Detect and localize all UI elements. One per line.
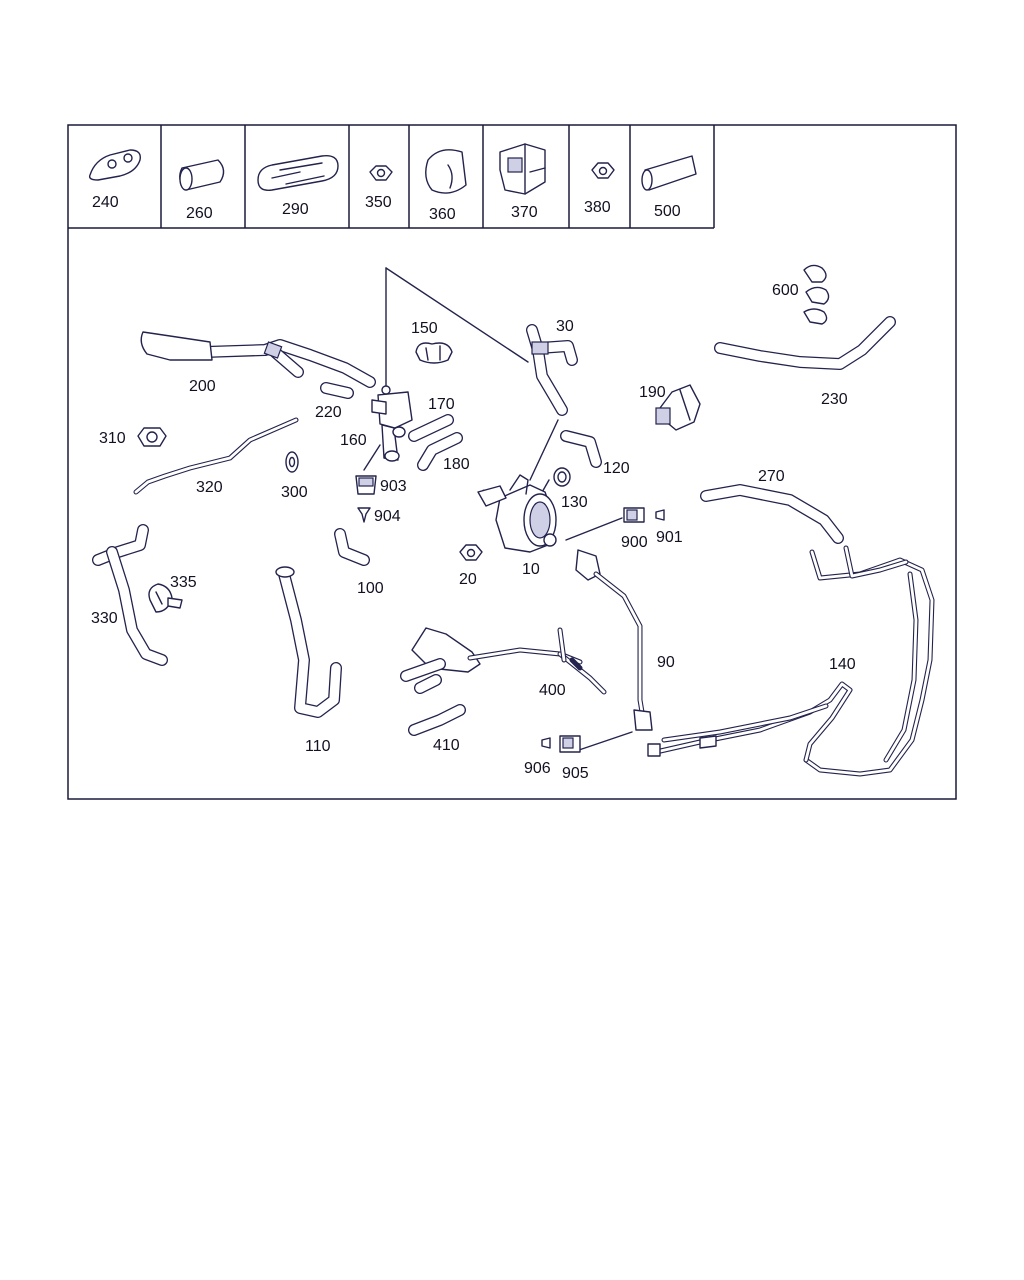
diagram-frame	[67, 124, 957, 800]
callout-600: 600	[772, 282, 799, 299]
part-100-hose	[334, 528, 370, 566]
seal-plate-icon	[257, 155, 339, 191]
callout-10: 10	[522, 561, 540, 578]
callout-30: 30	[556, 318, 574, 335]
callout-335: 335	[170, 574, 197, 591]
part-310-nut	[137, 427, 167, 447]
part-20-nut	[459, 544, 483, 561]
callout-190: 190	[639, 384, 666, 401]
callout-140: 140	[829, 656, 856, 673]
callout-904: 904	[374, 508, 401, 525]
part-30-hose	[526, 324, 578, 416]
callout-110: 110	[305, 738, 331, 755]
callout-320: 320	[196, 479, 223, 496]
part-120-hose	[560, 430, 602, 468]
callout-900: 900	[621, 534, 648, 551]
callout-410: 410	[433, 737, 460, 754]
part-904-pin	[357, 507, 371, 523]
callout-90: 90	[657, 654, 675, 671]
part-180-hose	[417, 432, 463, 471]
part-220-hose-piece	[320, 382, 354, 399]
gasket-icon	[88, 149, 141, 181]
legend-label-260: 260	[186, 205, 213, 222]
legend-label-240: 240	[92, 194, 119, 211]
part-190-clamp	[655, 384, 701, 431]
callout-901: 901	[656, 529, 683, 546]
callout-270: 270	[758, 468, 785, 485]
part-140-pipe-assembly	[647, 545, 935, 777]
part-410-hose	[408, 704, 466, 736]
part-130-clamp	[553, 467, 571, 487]
sleeve-icon	[179, 159, 225, 191]
callout-310: 310	[99, 430, 126, 447]
callout-180: 180	[443, 456, 470, 473]
part-900-connector	[623, 507, 645, 523]
tube-icon	[641, 155, 697, 191]
part-160-valve	[371, 385, 413, 462]
part-230-hose	[714, 316, 896, 370]
part-600-clips	[803, 264, 830, 325]
callout-160: 160	[340, 432, 367, 449]
callout-130: 130	[561, 494, 588, 511]
rubber-mount-icon	[425, 149, 467, 194]
legend-label-290: 290	[282, 201, 309, 218]
legend-label-370: 370	[511, 204, 538, 221]
callout-300: 300	[281, 484, 308, 501]
part-270-hose	[700, 484, 844, 544]
nut-icon	[369, 165, 393, 181]
legend-strip: 240 260 290 350 360 370 380 500	[68, 125, 715, 229]
callout-120: 120	[603, 460, 630, 477]
part-90-sensor-cable	[575, 549, 653, 731]
part-150-clamp	[415, 342, 453, 364]
part-200-hose	[140, 331, 376, 388]
part-335-clamp	[148, 583, 183, 613]
callout-903: 903	[380, 478, 407, 495]
callout-230: 230	[821, 391, 848, 408]
legend-label-360: 360	[429, 206, 456, 223]
part-400-pipe-assembly	[400, 627, 607, 695]
callout-150: 150	[411, 320, 438, 337]
callout-170: 170	[428, 396, 455, 413]
part-905-connector	[559, 735, 581, 753]
part-300-washer	[285, 451, 299, 473]
part-110-hose	[275, 566, 342, 718]
callout-905: 905	[562, 765, 589, 782]
part-10-pump	[477, 474, 557, 553]
part-901-pin	[655, 509, 665, 521]
legend-label-380: 380	[584, 199, 611, 216]
part-906-pin	[541, 737, 551, 749]
legend-label-350: 350	[365, 194, 392, 211]
legend-label-500: 500	[654, 203, 681, 220]
callout-100: 100	[357, 580, 384, 597]
part-170-hose	[408, 414, 454, 442]
callout-labels: 200 220 160 150 170 180 30 190 600 230 3…	[91, 282, 856, 782]
callout-20: 20	[459, 571, 477, 588]
part-903-connector	[355, 475, 377, 495]
callout-906: 906	[524, 760, 551, 777]
part-330-hose	[92, 524, 168, 666]
bracket-icon	[499, 143, 546, 195]
callout-200: 200	[189, 378, 216, 395]
part-320-line	[133, 417, 299, 495]
callout-330: 330	[91, 610, 118, 627]
callout-220: 220	[315, 404, 342, 421]
callout-400: 400	[539, 682, 566, 699]
nut-icon	[591, 162, 615, 179]
